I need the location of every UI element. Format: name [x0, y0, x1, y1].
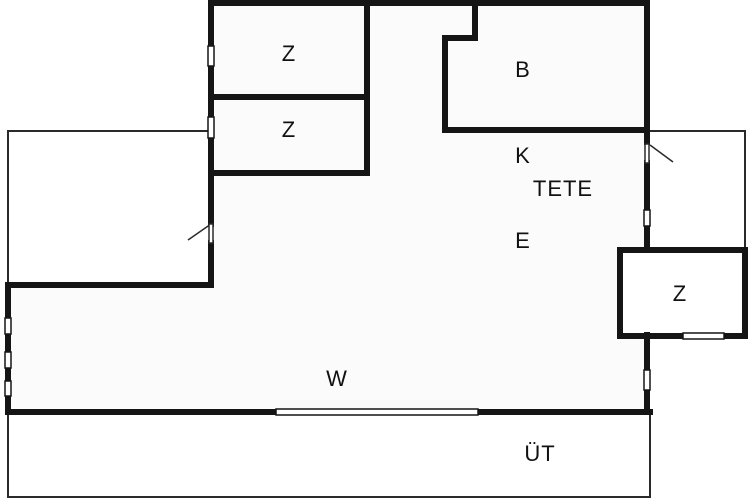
- window-right-1: [643, 209, 651, 227]
- door-left-leaf: [187, 223, 212, 241]
- right-terrace-outline: [647, 130, 746, 337]
- window-right-2: [643, 369, 651, 391]
- room-label-z2: Z: [282, 117, 296, 142]
- left-terrace-outline: [7, 130, 211, 285]
- interior-floor: [8, 3, 647, 412]
- window-z3-bottom: [682, 332, 725, 340]
- door-right-leaf: [649, 144, 674, 163]
- doors: [187, 143, 674, 244]
- window-lower-2: [4, 351, 12, 369]
- windows: [4, 45, 725, 416]
- door-left-gap: [208, 223, 214, 244]
- bottom-terrace-outline: [7, 412, 651, 498]
- room-label-b: B: [515, 57, 531, 82]
- room-label-ut: ÜT: [524, 441, 555, 466]
- room-label-k: K: [515, 143, 531, 168]
- room-label-e: E: [515, 228, 531, 253]
- sliding-door: [275, 408, 479, 416]
- window-left-2: [207, 116, 215, 139]
- window-left-1: [207, 45, 215, 67]
- walls: [5, 0, 748, 415]
- window-lower-3: [4, 380, 12, 397]
- room-label-z3: Z: [673, 281, 687, 306]
- window-lower-1: [4, 317, 12, 335]
- room-label-w: W: [326, 366, 348, 391]
- room-label-z1: Z: [282, 41, 296, 66]
- room-label-tete: TETE: [533, 176, 593, 201]
- door-right-gap: [644, 143, 650, 164]
